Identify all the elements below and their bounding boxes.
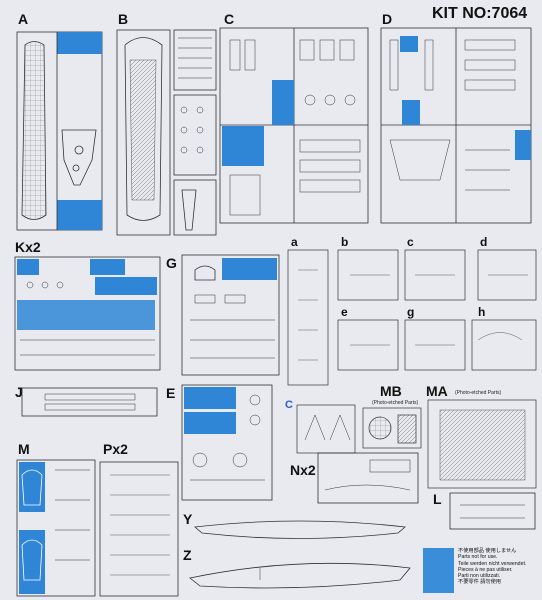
sprue-label-ma: MA (426, 383, 448, 399)
sprue-label-c-blue: C (285, 399, 293, 411)
sprue-a-small (287, 249, 329, 386)
sprue-label-h-small: h (478, 305, 486, 319)
legend-line: Parts not for use. (458, 554, 498, 561)
sprue-c-blue (296, 404, 356, 454)
sprue-label-m: M (18, 441, 30, 457)
sprue-label-l: L (433, 491, 442, 507)
sprue-label-e-small: e (341, 305, 348, 319)
sprue-d (380, 27, 532, 224)
legend-line: Pieces à ne pas utiliser. (458, 566, 513, 573)
sprue-e-small (337, 319, 399, 371)
sprue-label-kx2: Kx2 (15, 239, 41, 255)
sprue-g (181, 254, 280, 376)
sprue-j (21, 387, 158, 417)
legend-color-swatch (423, 548, 454, 593)
sprue-h-small (471, 319, 537, 371)
legend-text: 不使用部品 使用しません Parts not for use. Teile we… (458, 548, 540, 586)
sprue-m (16, 459, 96, 597)
sprue-g-small (404, 319, 466, 371)
sprue-nx2 (317, 452, 419, 504)
sprue-b-small (337, 249, 399, 301)
sprue-label-e: E (166, 385, 176, 401)
sprue-c-small (404, 249, 466, 301)
sprue-d-small (477, 249, 537, 301)
sprue-label-c: C (224, 11, 235, 27)
sprue-label-mb: MB (380, 383, 402, 399)
sprue-label-g: G (166, 255, 177, 271)
sprue-label-px2: Px2 (103, 441, 128, 457)
sprue-ma (427, 399, 537, 489)
legend-line: Teile werden nicht verwendet. (458, 560, 527, 567)
sprue-label-a-small: a (291, 235, 298, 249)
sprue-b (116, 29, 217, 236)
ma-note: (Photo-etched Parts) (455, 390, 502, 396)
sprue-label-b-small: b (341, 235, 349, 249)
sprue-label-c-small: c (407, 235, 414, 249)
sprue-label-d-small: d (480, 235, 488, 249)
legend-line: 不使用部品 使用しません (458, 548, 517, 554)
sprue-e (181, 384, 273, 501)
legend-line: Parti non utilizzati. (458, 573, 501, 580)
sprue-label-nx2: Nx2 (290, 462, 316, 478)
sprue-kx2 (14, 256, 161, 371)
sprue-mb (362, 407, 422, 449)
kit-number: KIT NO:7064 (432, 5, 528, 22)
hull-z (189, 562, 411, 589)
sprue-label-d: D (382, 11, 393, 27)
sprue-label-g-small: g (407, 305, 415, 319)
sprue-label-b: B (118, 11, 129, 27)
sprue-l (449, 492, 536, 530)
mb-note: (Photo-etched Parts) (372, 400, 419, 406)
sprue-label-y: Y (183, 511, 193, 527)
sprue-label-a: A (18, 11, 29, 27)
sprue-a (16, 31, 103, 231)
sprue-label-z: Z (183, 547, 192, 563)
sprue-c (219, 27, 369, 224)
sprue-label-j: J (15, 384, 23, 400)
legend-line: 不要零件 請勿使用 (458, 579, 501, 586)
hull-y (194, 520, 406, 539)
sprue-px2 (99, 461, 179, 597)
